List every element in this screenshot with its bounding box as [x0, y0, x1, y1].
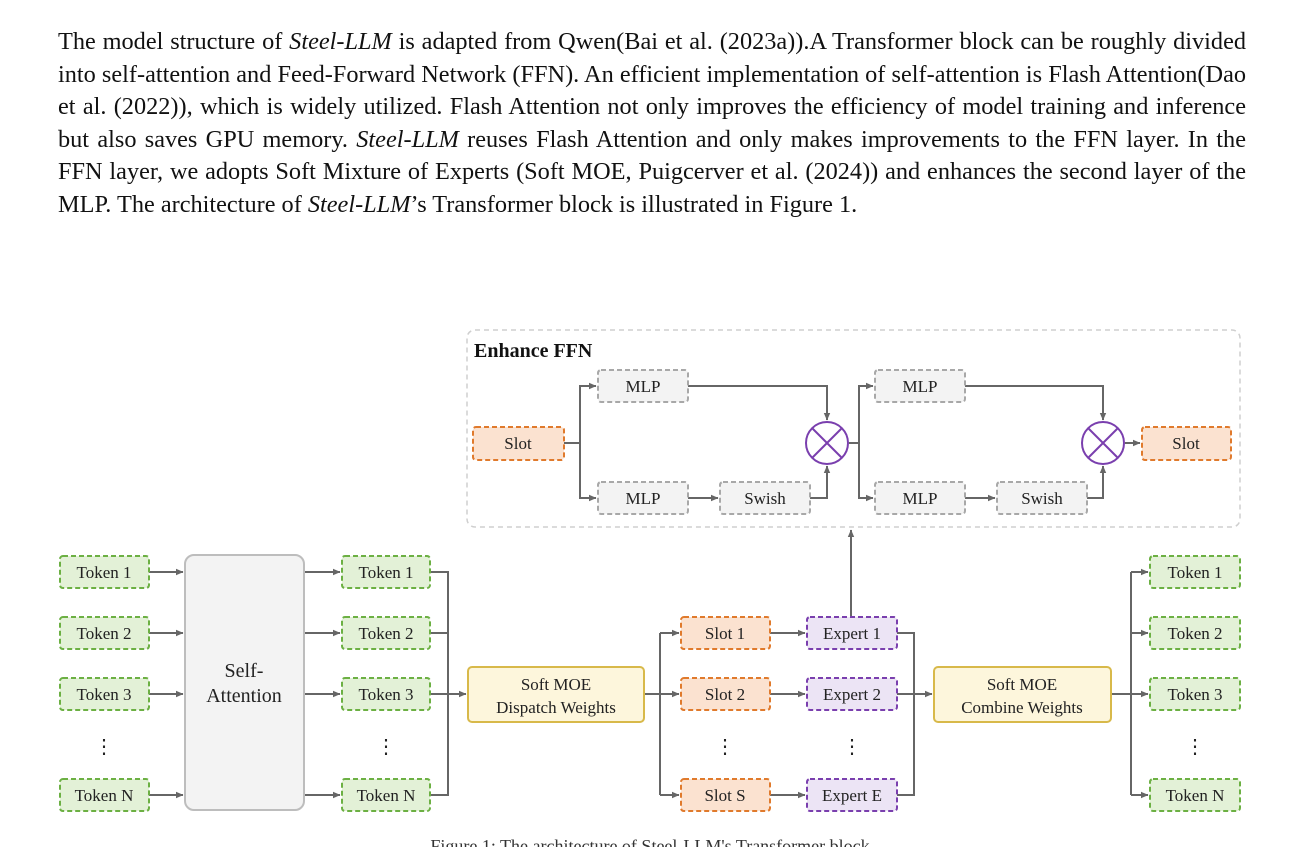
enhance-slot-out: Slot [1141, 426, 1232, 461]
enhance-slot-in: Slot [472, 426, 565, 461]
token-label: Token 3 [1168, 685, 1223, 704]
mlp-label: MLP [903, 489, 938, 508]
slot-2: Slot 2 [680, 677, 771, 711]
token-label: Token 2 [1168, 624, 1223, 643]
multiply-node-1 [805, 421, 849, 465]
token-label: Token 1 [1168, 563, 1223, 582]
expert-e: Expert E [806, 778, 898, 812]
token-mid-3: Token 3 [341, 677, 431, 711]
token-in-3: Token 3 [59, 677, 150, 711]
swish-label: Swish [744, 489, 786, 508]
token-label: Token N [75, 786, 134, 805]
token-label: Token 2 [359, 624, 414, 643]
slot-label: Slot 2 [705, 685, 745, 704]
model-name: Steel-LLM [356, 125, 459, 153]
figure-caption: Figure 1: The architecture of Steel-LLM'… [430, 836, 869, 847]
combine-label-2: Combine Weights [961, 698, 1083, 717]
enhance-slot-in-label: Slot [504, 434, 532, 453]
expert-1: Expert 1 [806, 616, 898, 650]
enhance-mlp-2: MLP [597, 481, 689, 515]
token-label: Token 2 [77, 624, 132, 643]
enhance-mlp-3: MLP [874, 369, 966, 403]
token-in-2: Token 2 [59, 616, 150, 650]
token-out-1: Token 1 [1149, 555, 1241, 589]
ellipsis: ⋮ [376, 736, 396, 758]
model-name: Steel-LLM [289, 28, 392, 55]
token-out-n: Token N [1149, 778, 1241, 812]
ellipsis: ⋮ [715, 736, 735, 758]
ellipsis: ⋮ [842, 736, 862, 758]
dispatch-label-1: Soft MOE [521, 675, 591, 694]
self-attention-label-1: Self- [225, 660, 264, 682]
enhance-mlp-1: MLP [597, 369, 689, 403]
expert-label: Expert E [822, 786, 882, 805]
token-label: Token 1 [77, 563, 132, 582]
ellipsis: ⋮ [1185, 736, 1205, 758]
enhance-ffn-panel [466, 329, 1241, 528]
expert-label: Expert 2 [823, 685, 881, 704]
enhance-slot-out-label: Slot [1172, 434, 1200, 453]
enhance-swish-1: Swish [719, 481, 811, 515]
mlp-label: MLP [903, 377, 938, 396]
slot-label: Slot S [704, 786, 745, 805]
token-mid-2: Token 2 [341, 616, 431, 650]
token-mid-1: Token 1 [341, 555, 431, 589]
ellipsis: ⋮ [94, 736, 114, 758]
enhance-ffn-title: Enhance FFN [474, 340, 593, 362]
enhance-mlp-4: MLP [874, 481, 966, 515]
token-label: Token N [1166, 786, 1225, 805]
para-text: The model structure of [58, 28, 290, 55]
swish-label: Swish [1021, 489, 1063, 508]
token-out-3: Token 3 [1149, 677, 1241, 711]
slot-label: Slot 1 [705, 624, 745, 643]
dispatch-label-2: Dispatch Weights [496, 698, 616, 717]
token-label: Token N [357, 786, 416, 805]
token-in-n: Token N [59, 778, 150, 812]
self-attention-label-2: Attention [206, 685, 282, 707]
token-label: Token 3 [359, 685, 414, 704]
slot-1: Slot 1 [680, 616, 771, 650]
mlp-label: MLP [626, 377, 661, 396]
mlp-label: MLP [626, 489, 661, 508]
expert-label: Expert 1 [823, 624, 881, 643]
token-out-2: Token 2 [1149, 616, 1241, 650]
token-label: Token 1 [359, 563, 414, 582]
token-label: Token 3 [77, 685, 132, 704]
combine-weights-block: Soft MOE Combine Weights [933, 666, 1112, 723]
multiply-node-2 [1081, 421, 1125, 465]
self-attention-block: Self- Attention [184, 554, 305, 811]
model-name: Steel-LLM [307, 190, 411, 218]
para-text: reuses Flash Attention and only makes im… [58, 125, 1246, 218]
dispatch-weights-block: Soft MOE Dispatch Weights [467, 666, 645, 723]
para-text: is adapted from Qwen(Bai et al. (2023a))… [58, 28, 1246, 153]
enhance-swish-2: Swish [996, 481, 1088, 515]
body-paragraph: The model structure of Steel-LLM is adap… [58, 26, 1246, 222]
token-mid-n: Token N [341, 778, 431, 812]
expert-2: Expert 2 [806, 677, 898, 711]
token-in-1: Token 1 [59, 555, 150, 589]
para-text: ’s Transformer block is illustrated in F… [410, 190, 858, 218]
slot-s: Slot S [680, 778, 771, 812]
combine-label-1: Soft MOE [987, 675, 1057, 694]
